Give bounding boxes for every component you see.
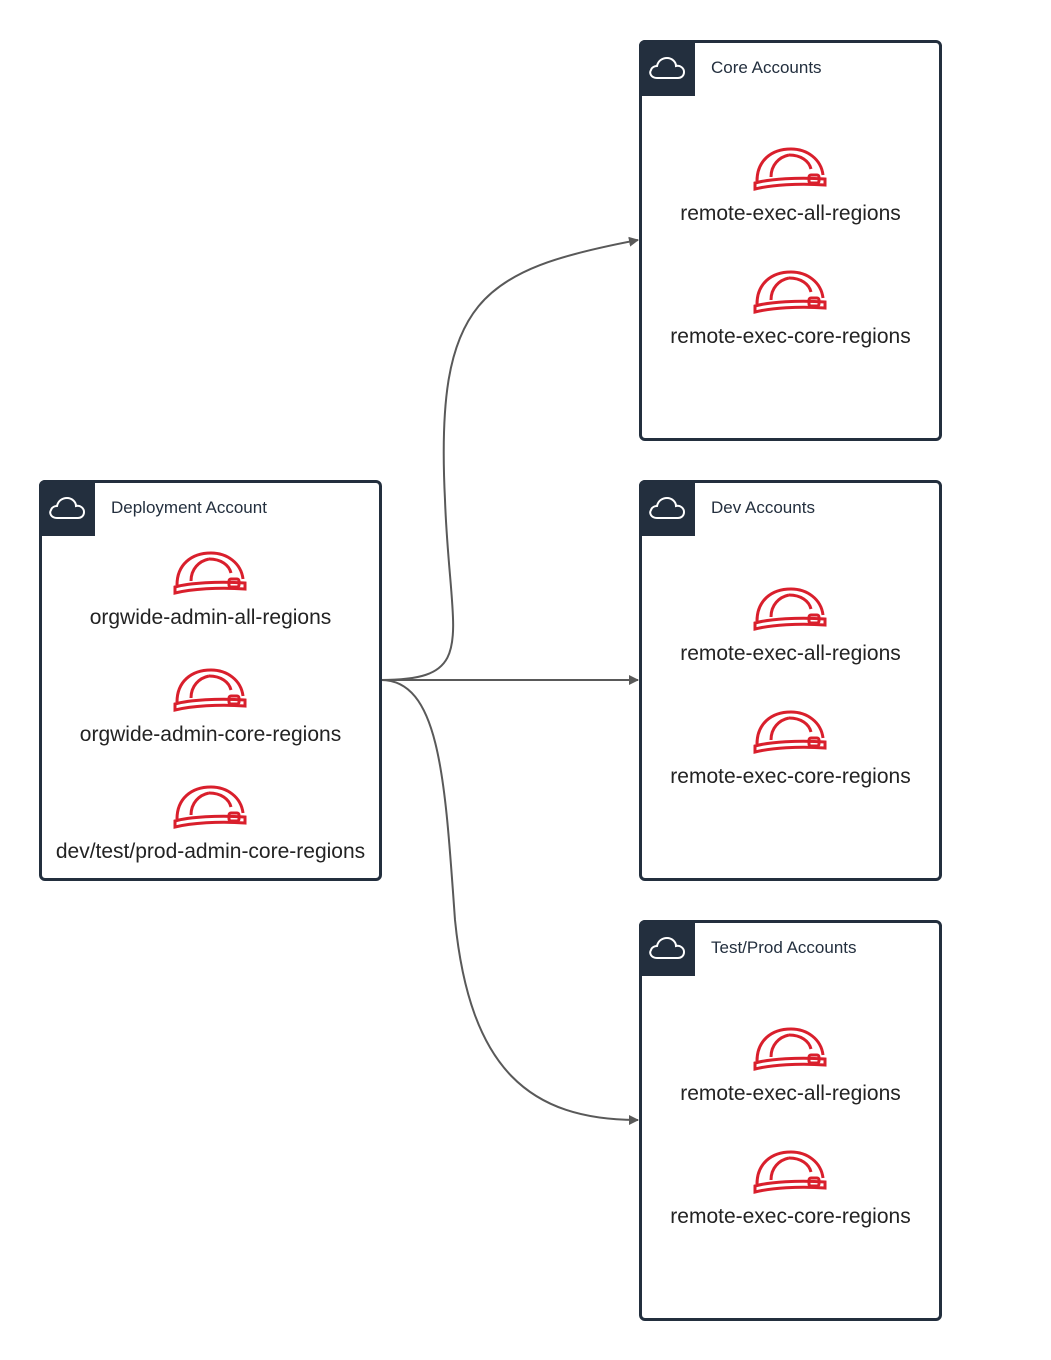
core-accounts-box: Core Accounts remote-exec-all-regions re… [639,40,942,441]
dev-accounts-box: Dev Accounts remote-exec-all-regions rem… [639,480,942,881]
role-label: remote-exec-core-regions [670,765,911,788]
box-title: Dev Accounts [711,498,815,517]
role-item: remote-exec-core-regions [642,702,939,790]
role-item: orgwide-admin-all-regions [42,543,379,631]
role-label: remote-exec-core-regions [670,325,911,348]
box-title: Deployment Account [111,498,267,517]
connector-to-testprod-accounts [380,679,639,1125]
box-title: Test/Prod Accounts [711,938,857,957]
role-label: remote-exec-core-regions [670,1205,911,1228]
role-item: remote-exec-all-regions [642,1019,939,1107]
hard-hat-icon [753,587,826,631]
hard-hat-icon [753,147,826,191]
cloud-icon [639,480,695,536]
cloud-icon [39,480,95,536]
role-label: orgwide-admin-all-regions [89,606,332,629]
role-item: remote-exec-all-regions [642,139,939,227]
role-label: remote-exec-all-regions [680,1082,901,1105]
hard-hat-icon [753,1150,826,1194]
role-label: orgwide-admin-core-regions [79,723,342,746]
testprod-accounts-box: Test/Prod Accounts remote-exec-all-regio… [639,920,942,1321]
hard-hat-icon [753,710,826,754]
role-label: dev/test/prod-admin-core-regions [55,840,366,863]
cloud-icon [639,40,695,96]
role-item: remote-exec-core-regions [642,262,939,350]
hard-hat-icon [173,785,246,829]
role-label: remote-exec-all-regions [680,202,901,225]
role-item: dev/test/prod-admin-core-regions [42,777,379,865]
cloud-icon [639,920,695,976]
role-item: orgwide-admin-core-regions [42,660,379,748]
hard-hat-icon [173,668,246,712]
hard-hat-icon [173,551,246,595]
role-label: remote-exec-all-regions [680,642,901,665]
hard-hat-icon [753,270,826,314]
box-title: Core Accounts [711,58,822,77]
role-item: remote-exec-all-regions [642,579,939,667]
hard-hat-icon [753,1027,826,1071]
role-item: remote-exec-core-regions [642,1142,939,1230]
connector-to-core-accounts [380,236,639,681]
deployment-account-box: Deployment Account orgwide-admin-all-reg… [39,480,382,881]
